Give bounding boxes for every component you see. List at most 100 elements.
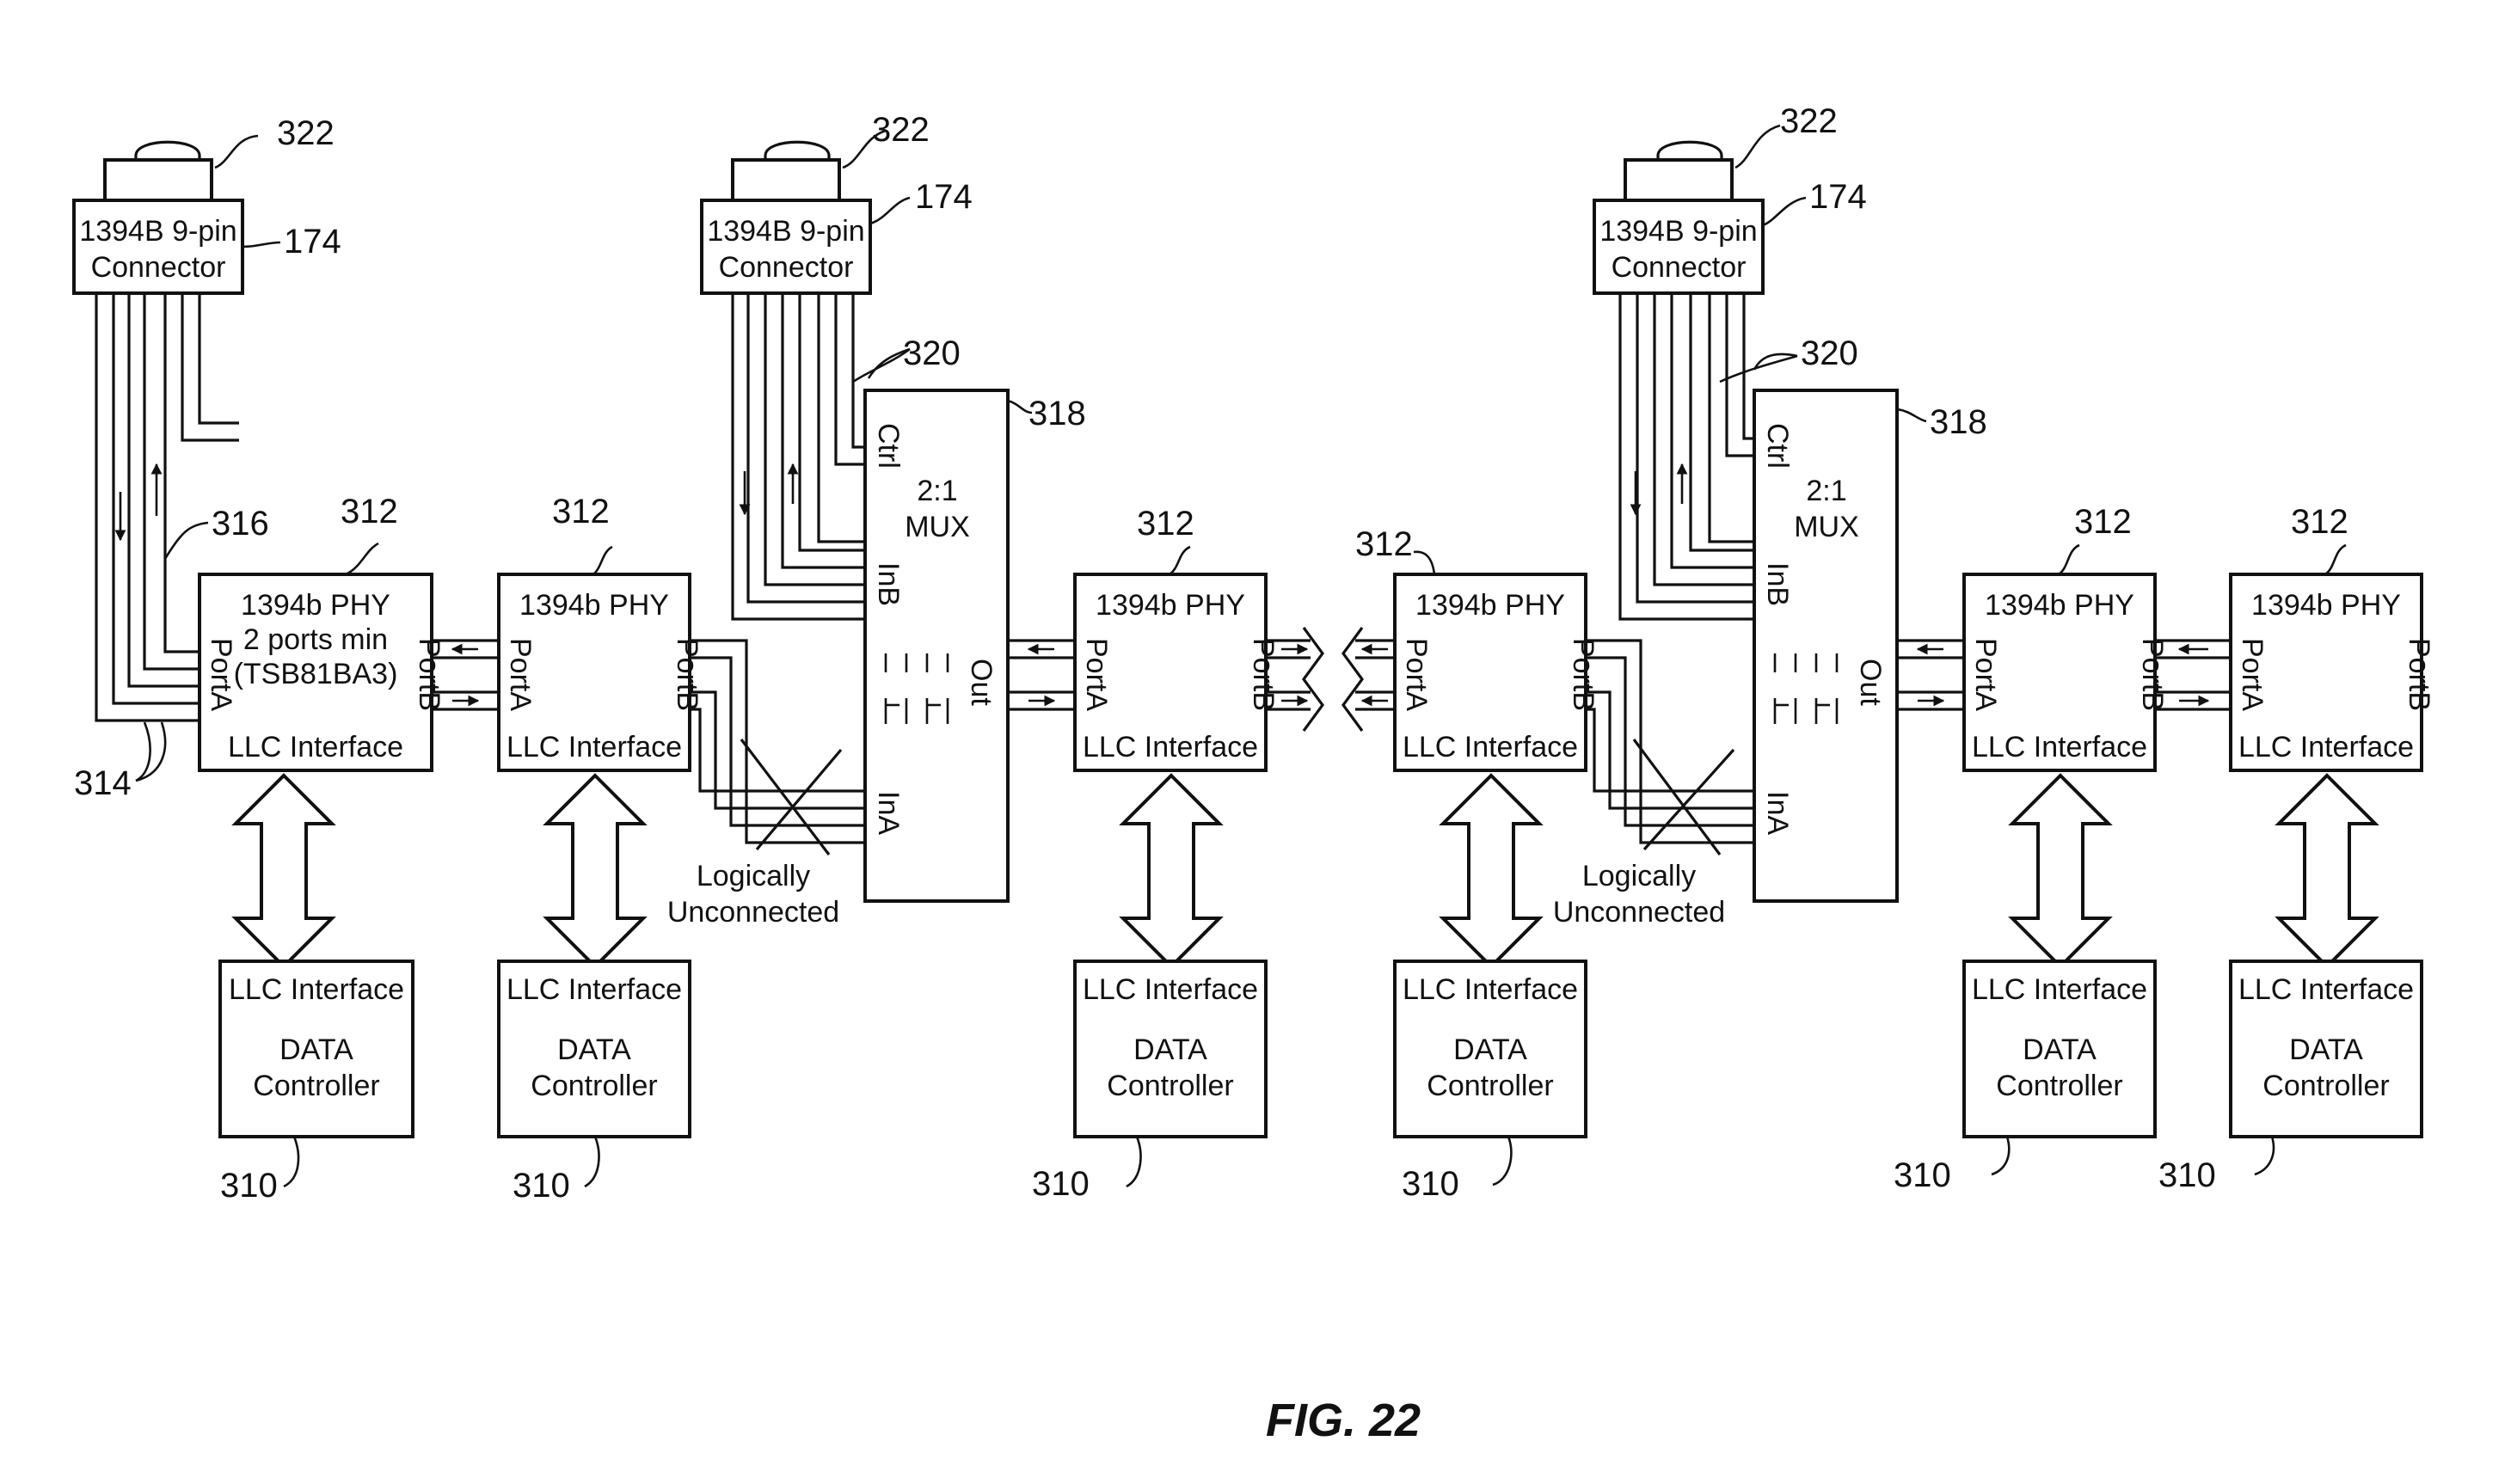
phy-2-title: 1394b PHY bbox=[519, 589, 669, 622]
system-1: 1394B 9-pin Connector 322 174 316 314 13… bbox=[72, 114, 703, 1205]
phy-6 bbox=[2229, 573, 2423, 772]
note-1-line1: Logically bbox=[697, 860, 810, 892]
phy-5-port-b: PortB bbox=[2136, 638, 2169, 711]
mux-2-ina: InA bbox=[1761, 791, 1794, 835]
bus-arrow-4 bbox=[1439, 773, 1544, 969]
phy-3-llc: LLC Interface bbox=[1083, 731, 1258, 763]
mux-2-label: MUX bbox=[1794, 511, 1859, 543]
connector-wires bbox=[95, 293, 239, 722]
controller-4 bbox=[1393, 960, 1587, 1138]
phy-4-port-a: PortA bbox=[1400, 638, 1433, 711]
ref-312-e: 312 bbox=[2074, 503, 2132, 541]
bus-arrow-1 bbox=[231, 773, 336, 969]
controller-6-line2: Controller bbox=[2262, 1070, 2389, 1102]
connector-box bbox=[700, 199, 872, 295]
ref-312-c: 312 bbox=[1137, 505, 1194, 543]
mux-1-ina: InA bbox=[872, 791, 905, 835]
mux-2-inb: InB bbox=[1761, 562, 1794, 606]
ref-314: 314 bbox=[74, 764, 132, 802]
connector-wires bbox=[1618, 293, 1754, 621]
unconnected-wires bbox=[1586, 639, 1754, 855]
ref-310-f: 310 bbox=[2158, 1156, 2216, 1194]
controller-1-llc: LLC Interface bbox=[229, 973, 404, 1006]
connector-label-1: 1394B 9-pin bbox=[79, 215, 236, 248]
phy-4-port-b: PortB bbox=[1567, 638, 1599, 711]
mux-1-out: Out bbox=[965, 659, 998, 706]
controller-5 bbox=[1962, 960, 2157, 1138]
connector-label-1: 1394B 9-pin bbox=[707, 215, 864, 248]
ref-310-b: 310 bbox=[513, 1167, 570, 1205]
phy-1-port-b: PortB bbox=[413, 638, 445, 711]
mux-1-ctrl: Ctrl bbox=[872, 423, 905, 469]
bus-arrow-6 bbox=[2275, 773, 2379, 969]
phy-1 bbox=[198, 573, 433, 772]
mux-2-ctrl: Ctrl bbox=[1761, 423, 1794, 469]
ref-310-d: 310 bbox=[1402, 1165, 1459, 1203]
controller-3-line2: Controller bbox=[1107, 1070, 1233, 1102]
mux-2 bbox=[1753, 389, 1899, 903]
ref-322: 322 bbox=[1780, 102, 1838, 140]
controller-6 bbox=[2229, 960, 2423, 1138]
unconnected-wires bbox=[690, 639, 865, 855]
link-mux2-phy5 bbox=[1897, 639, 1964, 711]
connector-label-1: 1394B 9-pin bbox=[1599, 215, 1757, 248]
ref-310-a: 310 bbox=[220, 1167, 278, 1205]
phy-1-llc: LLC Interface bbox=[228, 731, 403, 763]
mux-1 bbox=[863, 389, 1010, 903]
controller-1 bbox=[218, 960, 414, 1138]
link-phy1-phy2 bbox=[432, 639, 499, 711]
controller-4-line1: DATA bbox=[1453, 1033, 1527, 1066]
connector-label-2: Connector bbox=[1612, 251, 1747, 284]
phy-4-llc: LLC Interface bbox=[1403, 731, 1578, 763]
phy-4 bbox=[1393, 573, 1587, 772]
controller-6-llc: LLC Interface bbox=[2238, 973, 2414, 1006]
ref-174: 174 bbox=[1809, 178, 1867, 216]
controller-3-line1: DATA bbox=[1133, 1033, 1207, 1066]
connector-box bbox=[1593, 199, 1765, 295]
phy-2-port-a: PortA bbox=[504, 638, 537, 711]
mux-1-switches bbox=[884, 653, 949, 724]
ref-310-c: 310 bbox=[1032, 1165, 1090, 1203]
ref-174: 174 bbox=[915, 178, 973, 216]
ref-312-d: 312 bbox=[1355, 525, 1413, 563]
note-1-line2: Unconnected bbox=[667, 896, 839, 929]
note-2-line1: Logically bbox=[1582, 860, 1696, 892]
mux-2-out: Out bbox=[1854, 659, 1887, 706]
controller-4-line2: Controller bbox=[1427, 1070, 1553, 1102]
controller-6-line1: DATA bbox=[2289, 1033, 2363, 1066]
phy-6-llc: LLC Interface bbox=[2238, 731, 2414, 763]
phy-6-port-b: PortB bbox=[2403, 638, 2435, 711]
ref-318: 318 bbox=[1028, 395, 1086, 432]
phy-3-port-a: PortA bbox=[1080, 638, 1113, 711]
ref-320: 320 bbox=[903, 334, 961, 372]
phy-2 bbox=[497, 573, 691, 772]
controller-2-line1: DATA bbox=[557, 1033, 631, 1066]
controller-2 bbox=[497, 960, 691, 1138]
ref-322: 322 bbox=[277, 114, 335, 152]
phy-1-part: (TSB81BA3) bbox=[234, 658, 398, 690]
controller-5-line2: Controller bbox=[1996, 1070, 2122, 1102]
phy-6-port-a: PortA bbox=[2236, 638, 2268, 711]
phy-3-title: 1394b PHY bbox=[1096, 589, 1245, 622]
link-phy5-phy6 bbox=[2155, 639, 2231, 711]
ref-320: 320 bbox=[1801, 334, 1858, 372]
phy-1-port-a: PortA bbox=[205, 638, 237, 711]
phy-4-title: 1394b PHY bbox=[1415, 589, 1565, 622]
ref-310-e: 310 bbox=[1894, 1156, 1951, 1194]
bus-arrow-3 bbox=[1119, 773, 1224, 969]
mux-1-ratio: 2:1 bbox=[917, 475, 957, 507]
plug-icon bbox=[103, 140, 213, 202]
phy-2-llc: LLC Interface bbox=[506, 731, 682, 763]
controller-2-llc: LLC Interface bbox=[506, 973, 682, 1006]
link-break bbox=[1266, 627, 1397, 732]
bus-arrow-2 bbox=[543, 773, 648, 969]
phy-5-port-a: PortA bbox=[1969, 638, 2002, 711]
phy-1-subtitle: 2 ports min bbox=[243, 623, 388, 656]
ref-312-b: 312 bbox=[552, 493, 610, 530]
ref-316: 316 bbox=[212, 505, 269, 543]
bus-arrow-5 bbox=[2008, 773, 2113, 969]
mux-1-inb: InB bbox=[872, 562, 905, 606]
phy-5-llc: LLC Interface bbox=[1972, 731, 2147, 763]
